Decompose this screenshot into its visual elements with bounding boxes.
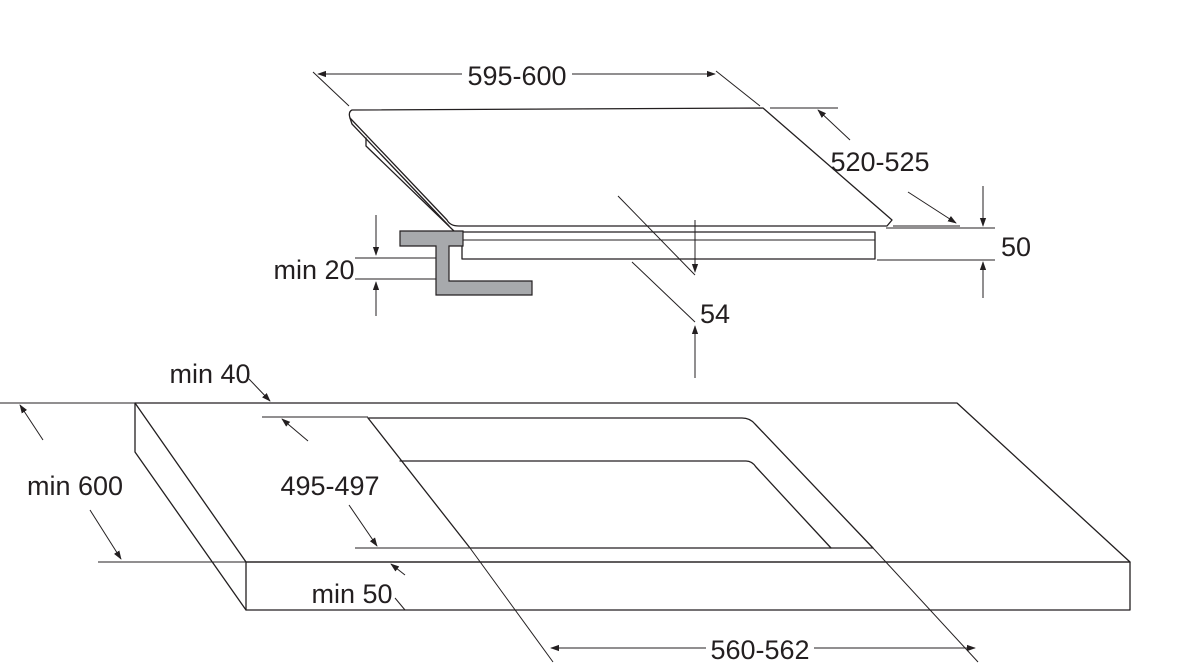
worktop-front-face <box>245 561 1131 611</box>
label-worktop-depth: min 600 <box>27 471 123 501</box>
worktop-cutout-inner <box>399 460 832 549</box>
label-cut-depth: 54 <box>700 299 730 329</box>
worktop-side-face <box>134 402 247 611</box>
worktop-cutout <box>367 417 874 549</box>
label-cutout-width: 560-562 <box>710 635 809 665</box>
worktop-dimension-lines <box>0 378 979 663</box>
hob-body-bottom <box>461 231 876 260</box>
hob-glass-top <box>348 107 893 227</box>
dimension-labels: 595-600 520-525 50 54 min 20 min 40 min … <box>27 61 1031 665</box>
hob-dimension-lines <box>312 70 995 378</box>
worktop-drawing <box>134 402 1131 611</box>
hob-drawing <box>348 107 893 296</box>
label-hob-height: 50 <box>1001 232 1031 262</box>
hob-glass-edge <box>349 117 450 227</box>
label-front-clearance: min 40 <box>169 359 250 389</box>
label-hob-width: 595-600 <box>467 61 566 91</box>
label-cutout-depth: 495-497 <box>280 471 379 501</box>
label-hob-depth: 520-525 <box>830 147 929 177</box>
label-bracket-clearance: min 20 <box>273 255 354 285</box>
label-worktop-thickness: min 50 <box>311 579 392 609</box>
fixing-bracket <box>399 230 533 296</box>
